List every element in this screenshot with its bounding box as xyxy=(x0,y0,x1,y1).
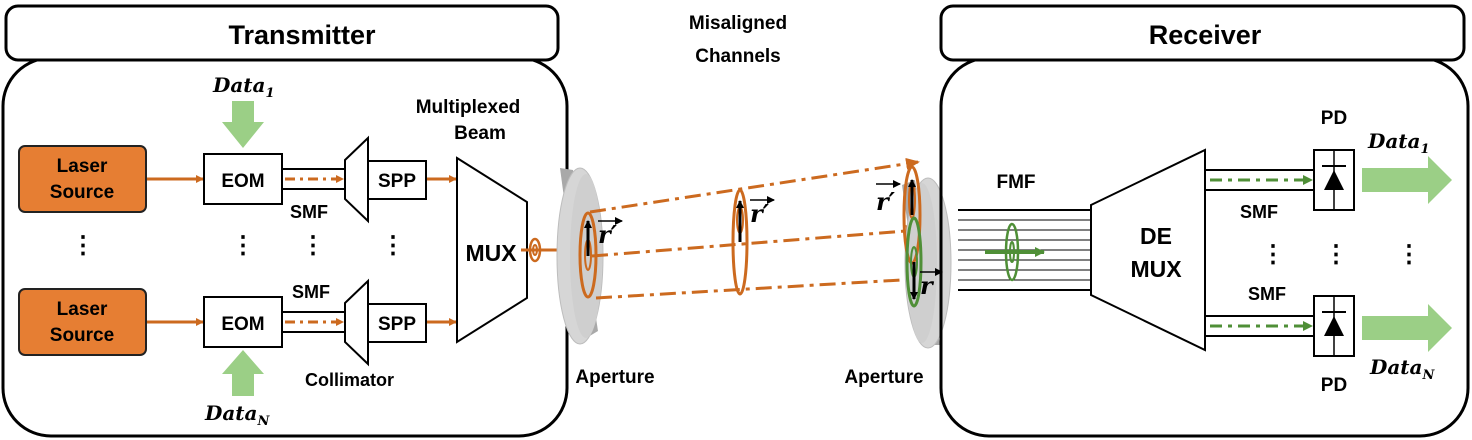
mux: MUX xyxy=(456,156,528,344)
photodiode-n: PD xyxy=(1313,295,1355,396)
data-1-output-arrow xyxy=(1362,156,1452,204)
rx-smf-label-n: SMF xyxy=(1248,284,1286,304)
channels-label-line2: Channels xyxy=(695,46,781,67)
svg-text:⋮: ⋮ xyxy=(231,232,255,259)
svg-text:⋮: ⋮ xyxy=(301,232,325,259)
data-1-arrow xyxy=(222,101,264,148)
spp-n: SPP xyxy=(367,303,427,343)
laser-label-line1: Laser xyxy=(57,156,108,177)
demux: DE MUX xyxy=(1090,148,1206,352)
laser-label-line2: Source xyxy=(50,325,114,346)
spp-1: SPP xyxy=(367,160,427,200)
spp-label: SPP xyxy=(378,171,416,192)
multiplexed-beam-label-line1: Multiplexed xyxy=(416,97,521,118)
demux-label-line2: MUX xyxy=(1130,256,1182,282)
eom-label: EOM xyxy=(221,314,264,335)
svg-text:⋮: ⋮ xyxy=(381,232,405,259)
r-prime-label-mid: r′ xyxy=(750,199,770,228)
smf-label-n: SMF xyxy=(292,282,330,302)
receiver-panel: Receiver xyxy=(939,4,1470,438)
aperture-label-tx: Aperture xyxy=(575,367,654,388)
laser-label-line2: Source xyxy=(50,182,114,203)
receiver-title: Receiver xyxy=(1149,20,1262,50)
r-label-rx: r xyxy=(920,271,935,300)
data-n-output-arrow xyxy=(1362,304,1452,352)
collimator-1 xyxy=(344,135,369,224)
beam-envelope xyxy=(589,157,920,300)
mux-label: MUX xyxy=(465,240,517,266)
eom-1: EOM xyxy=(203,153,283,205)
fmf-label: FMF xyxy=(996,172,1035,193)
transmitter-panel: Transmitter xyxy=(1,4,569,438)
svg-text:⋮: ⋮ xyxy=(1397,241,1421,268)
beam-spot-rx: r′ r xyxy=(876,165,943,308)
demux-label-line1: DE xyxy=(1140,223,1172,249)
r-prime-label-rx: r′ xyxy=(876,187,896,216)
eom-n: EOM xyxy=(203,296,283,348)
r-prime-label-tx: r′ xyxy=(598,220,618,249)
svg-text:⋮: ⋮ xyxy=(71,232,95,259)
smf-fiber-1: SMF xyxy=(283,168,345,222)
spp-label: SPP xyxy=(378,314,416,335)
multiplexed-beam-label-line2: Beam xyxy=(454,123,506,144)
channels-label-line1: Misaligned xyxy=(689,13,787,34)
receiver-ellipsis: ⋮ ⋮ ⋮ xyxy=(1261,241,1421,268)
smf-fiber-n: SMF xyxy=(283,282,345,333)
collimator-label: Collimator xyxy=(305,370,394,390)
rx-smf-fiber-1: SMF xyxy=(1206,169,1313,222)
transmitter-title: Transmitter xyxy=(228,20,376,50)
pd-label-n: PD xyxy=(1321,375,1347,396)
svg-text:⋮: ⋮ xyxy=(1261,241,1285,268)
data-n-input: DataN xyxy=(204,350,271,429)
photodiode-1: PD xyxy=(1313,108,1355,211)
data-1-label: Data1 xyxy=(212,73,275,101)
transmitter-ellipsis: ⋮ ⋮ ⋮ ⋮ xyxy=(71,232,405,259)
collimator-n xyxy=(344,278,369,367)
data-1-input: Data1 xyxy=(212,73,275,148)
data-n-output-label: DataN xyxy=(1369,355,1436,383)
aperture-label-rx: Aperture xyxy=(844,367,923,388)
beam-spot-tx: r′ xyxy=(578,211,623,299)
rx-smf-label-1: SMF xyxy=(1240,202,1278,222)
rx-smf-fiber-n: SMF xyxy=(1206,284,1313,337)
pd-label-1: PD xyxy=(1321,108,1347,129)
data-n-label: DataN xyxy=(204,401,271,429)
smf-label-1: SMF xyxy=(290,202,328,222)
data-n-arrow xyxy=(222,350,264,396)
svg-text:⋮: ⋮ xyxy=(1324,241,1348,268)
laser-label-line1: Laser xyxy=(57,299,108,320)
fmf-bundle: FMF xyxy=(958,172,1103,291)
laser-source-n: Laser Source xyxy=(18,288,147,356)
beam-spot-mid: r′ xyxy=(731,188,775,296)
laser-source-1: Laser Source xyxy=(18,145,147,213)
eom-label: EOM xyxy=(221,171,264,192)
data-1-output-label: Data1 xyxy=(1367,129,1430,157)
